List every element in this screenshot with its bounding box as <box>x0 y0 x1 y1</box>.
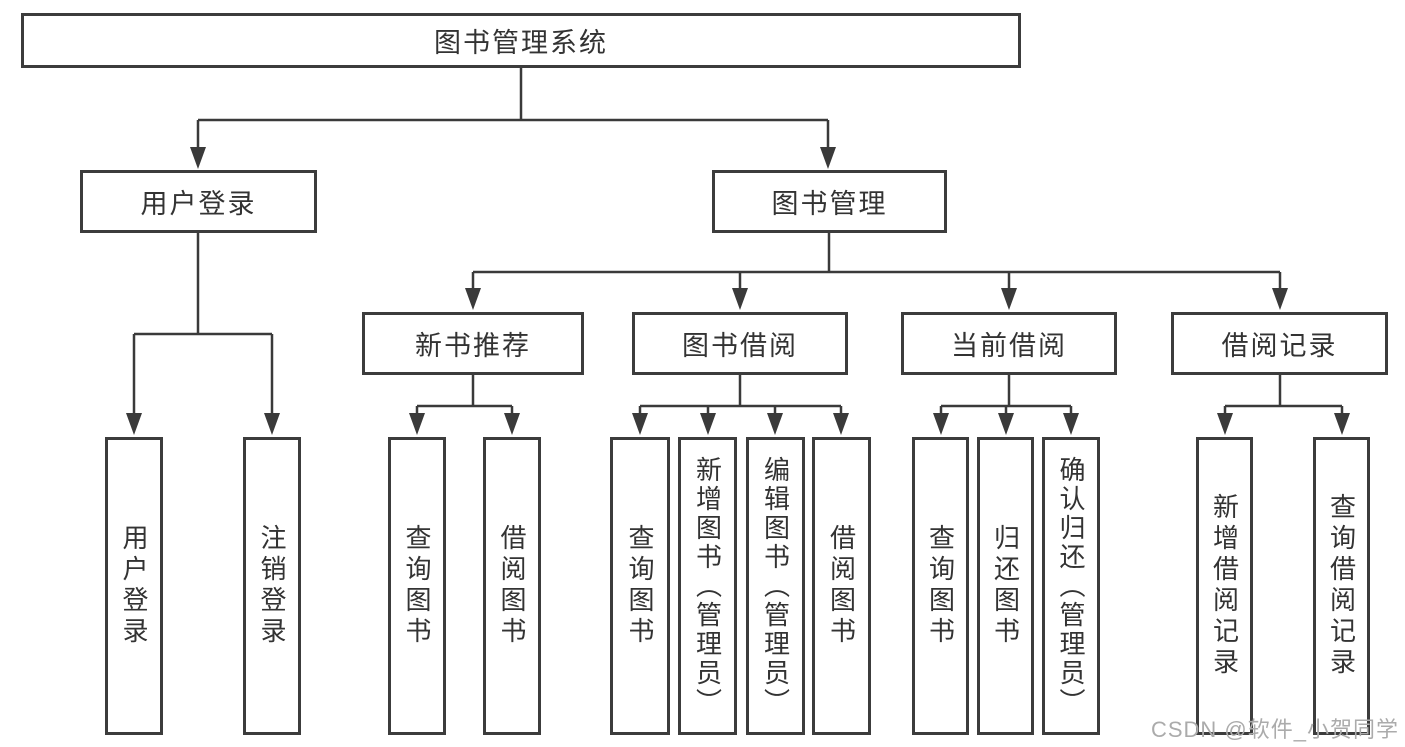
node-leaf-user-login-label: 用户登录 <box>119 524 149 648</box>
node-leaf-logout: 注销登录 <box>243 437 301 735</box>
node-leaf-query-borrow-record: 查询借阅记录 <box>1313 437 1370 735</box>
node-leaf-add-books-admin: 新增图书（管理员） <box>678 437 737 735</box>
node-user-login: 用户登录 <box>80 170 317 233</box>
node-leaf-query-borrow-record-label: 查询借阅记录 <box>1326 493 1357 679</box>
node-new-book-recommend: 新书推荐 <box>362 312 584 375</box>
node-leaf-borrow-books-borrow-label: 借阅图书 <box>826 524 857 648</box>
node-leaf-logout-label: 注销登录 <box>257 524 287 648</box>
node-leaf-confirm-return-admin-label: 确认归还（管理员） <box>1056 455 1086 717</box>
node-current-borrowing: 当前借阅 <box>901 312 1117 375</box>
node-library-system: 图书管理系统 <box>21 13 1021 68</box>
node-leaf-return-books: 归还图书 <box>977 437 1034 735</box>
node-leaf-add-borrow-record: 新增借阅记录 <box>1196 437 1253 735</box>
node-leaf-confirm-return-admin: 确认归还（管理员） <box>1042 437 1100 735</box>
node-leaf-edit-books-admin: 编辑图书（管理员） <box>746 437 805 735</box>
node-leaf-add-borrow-record-label: 新增借阅记录 <box>1209 493 1240 679</box>
node-leaf-query-books-current-label: 查询图书 <box>925 524 956 648</box>
node-leaf-query-books-new: 查询图书 <box>388 437 446 735</box>
node-leaf-borrow-books-new: 借阅图书 <box>483 437 541 735</box>
node-leaf-query-books-borrow: 查询图书 <box>610 437 670 735</box>
node-leaf-query-books-borrow-label: 查询图书 <box>625 524 655 648</box>
node-leaf-borrow-books-new-label: 借阅图书 <box>497 524 527 648</box>
node-leaf-borrow-books-borrow: 借阅图书 <box>812 437 871 735</box>
node-borrowing-records: 借阅记录 <box>1171 312 1388 375</box>
node-leaf-query-books-new-label: 查询图书 <box>402 524 432 648</box>
node-leaf-return-books-label: 归还图书 <box>990 524 1021 648</box>
node-leaf-user-login: 用户登录 <box>105 437 163 735</box>
watermark: CSDN @软件_小贺同学 <box>1150 717 1399 742</box>
node-book-borrowing: 图书借阅 <box>632 312 848 375</box>
node-leaf-edit-books-admin-label: 编辑图书（管理员） <box>760 455 791 717</box>
node-book-management: 图书管理 <box>712 170 947 233</box>
node-leaf-query-books-current: 查询图书 <box>912 437 969 735</box>
node-leaf-add-books-admin-label: 新增图书（管理员） <box>692 455 723 717</box>
